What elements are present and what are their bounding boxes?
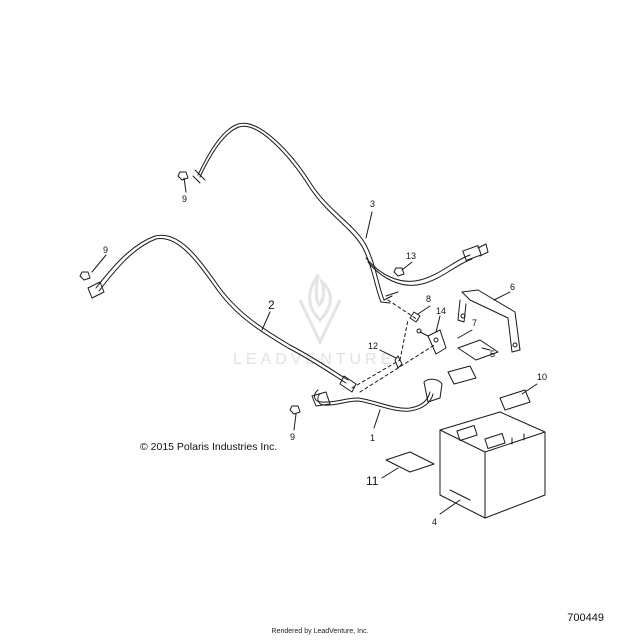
label-9-sticker <box>447 365 477 385</box>
cable-2 <box>87 234 357 393</box>
callout-12: 12 <box>368 341 378 351</box>
battery-4 <box>439 411 546 519</box>
diagram-reference-number: 700449 <box>567 612 604 624</box>
nut-13 <box>393 267 405 277</box>
callout-9-bottom: 9 <box>290 432 295 442</box>
nut-9-left <box>79 271 91 281</box>
cable-3 <box>192 122 489 304</box>
label-11 <box>385 451 435 473</box>
callout-6: 6 <box>510 282 515 292</box>
pad-5 <box>457 339 499 361</box>
callout-7: 7 <box>472 318 477 328</box>
callout-5: 5 <box>490 349 495 359</box>
label-10 <box>499 389 531 411</box>
callout-8: 8 <box>426 294 431 304</box>
render-credit: Rendered by LeadVenture, Inc. <box>271 628 369 635</box>
terminal-14 <box>416 328 447 355</box>
copyright-notice: © 2015 Polaris Industries Inc. <box>140 441 278 453</box>
bolt-8 <box>409 311 421 323</box>
bracket-6 <box>457 289 521 353</box>
watermark: LEADVENTURE <box>233 274 395 368</box>
callout-4: 4 <box>432 517 437 527</box>
leadventure-flame-logo-icon <box>298 274 342 346</box>
assembly-lines <box>351 299 437 393</box>
callouts: 3 2 13 8 6 7 14 5 12 10 1 11 4 9 9 9 <box>103 194 547 527</box>
nut-9-bottom <box>289 405 301 415</box>
callout-11: 11 <box>366 474 379 488</box>
callout-14: 14 <box>436 306 446 316</box>
callout-10: 10 <box>537 372 547 382</box>
callout-2: 2 <box>268 298 275 312</box>
callout-13: 13 <box>406 251 416 261</box>
callout-9-left: 9 <box>103 245 108 255</box>
callout-3: 3 <box>370 199 375 209</box>
leader-lines <box>91 177 538 515</box>
watermark-text: LEADVENTURE <box>233 351 395 368</box>
nut-9-top <box>177 171 189 181</box>
callout-9-top: 9 <box>182 194 187 204</box>
callout-1: 1 <box>370 433 375 443</box>
cable-1 <box>311 378 443 412</box>
